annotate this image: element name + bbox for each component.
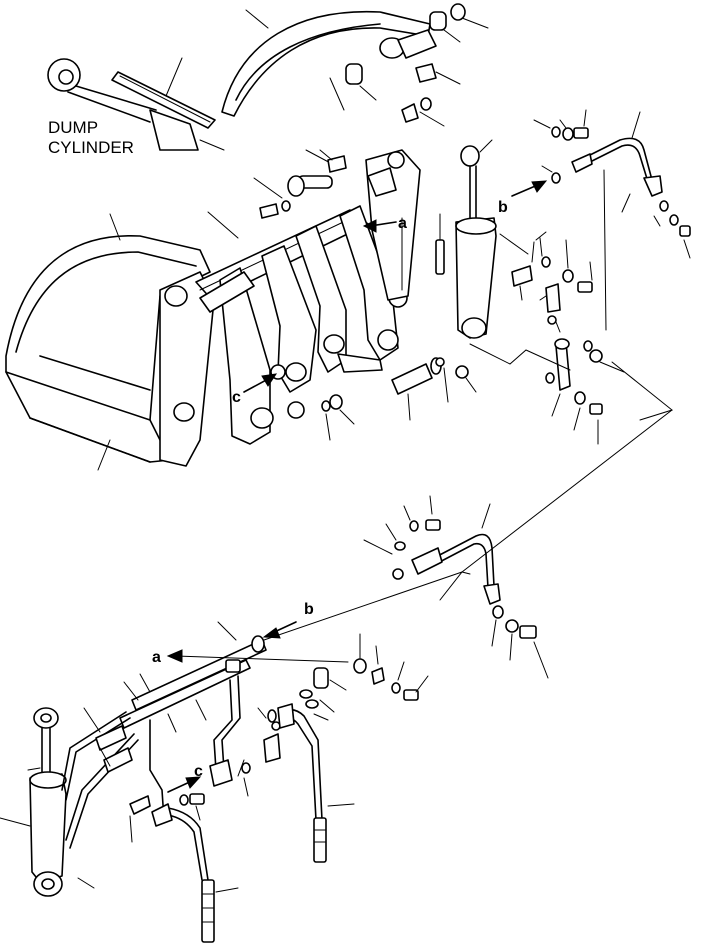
- ref-label-c-top: c: [232, 389, 241, 406]
- ref-label-a-bottom: a: [152, 649, 161, 666]
- grapple-bucket: [5, 213, 215, 471]
- leader-lines: [263, 217, 673, 641]
- lower-vertical-hose-right: [277, 703, 355, 863]
- dump-label-line2: CYLINDER: [48, 138, 134, 157]
- dump-cylinder-bar: [111, 57, 216, 129]
- dump-label-line1: DUMP: [48, 118, 98, 137]
- ref-arrow-c-bottom: c: [167, 763, 203, 793]
- ref-arrow-b-bottom: b: [262, 601, 314, 639]
- top-bushings: [329, 3, 489, 127]
- lower-tube-manifold: [119, 621, 267, 821]
- ref-label-b-top: b: [498, 199, 508, 216]
- lower-hydraulic-hose: [363, 495, 501, 605]
- lower-vertical-hose-middle: [129, 793, 239, 943]
- upper-tine: [221, 9, 437, 117]
- upper-hydraulic-hose: [541, 111, 663, 197]
- ref-arrow-c-top: c: [232, 373, 278, 406]
- dump-cylinder-rod: [47, 58, 225, 151]
- frame-bolts: [321, 357, 477, 441]
- upper-connector: [469, 338, 674, 445]
- ref-label-c-bottom: c: [194, 763, 203, 780]
- upper-pin-bolt: [259, 149, 347, 219]
- upper-hardware-right: [511, 109, 691, 333]
- lower-mid-hardware: [237, 633, 429, 797]
- lower-grapple-cylinder: [0, 707, 139, 897]
- ref-arrow-b-top: b: [498, 180, 548, 216]
- frame-ribs: [219, 149, 421, 445]
- ref-label-b-bottom: b: [304, 601, 314, 618]
- lower-bolt-set: [491, 605, 549, 679]
- bucket-links: [199, 271, 383, 419]
- ref-arrow-a-bottom: a: [152, 649, 349, 666]
- grapple-cylinder: [435, 139, 529, 339]
